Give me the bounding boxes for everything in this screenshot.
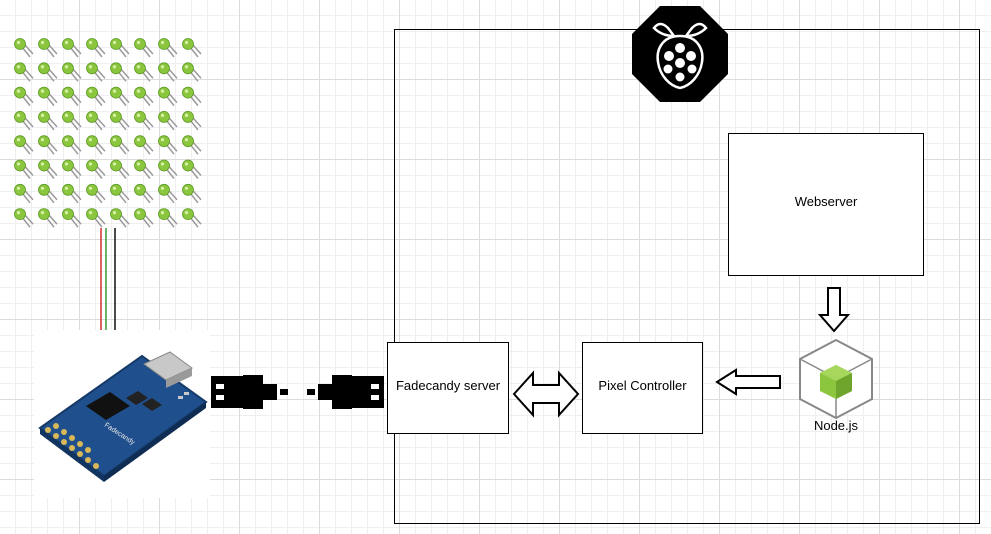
led-icon <box>134 62 154 82</box>
pixel-controller-box: Pixel Controller <box>582 342 703 434</box>
fadecandy-server-label: Fadecandy server <box>395 377 501 393</box>
led-icon <box>14 86 34 107</box>
led-icon <box>62 135 82 155</box>
led-icon <box>158 38 178 58</box>
led-matrix <box>14 38 202 228</box>
led-icon <box>62 86 82 107</box>
led-icon <box>158 208 178 228</box>
led-icon <box>86 38 106 58</box>
led-icon <box>14 208 34 228</box>
led-icon <box>62 111 82 131</box>
led-wires <box>100 228 116 340</box>
led-icon <box>86 62 106 82</box>
led-icon <box>182 208 202 228</box>
led-icon <box>38 208 58 228</box>
left-arrow-icon <box>715 368 781 396</box>
led-icon <box>110 111 130 131</box>
webserver-label: Webserver <box>794 194 858 209</box>
led-icon <box>14 38 34 58</box>
led-icon <box>38 135 58 155</box>
led-icon <box>86 111 106 131</box>
led-icon <box>38 86 58 107</box>
led-icon <box>86 183 106 204</box>
led-icon <box>38 183 58 204</box>
led-icon <box>38 159 58 179</box>
led-icon <box>110 183 130 204</box>
led-icon <box>182 38 202 58</box>
led-icon <box>158 86 178 107</box>
webserver-box: Webserver <box>728 133 924 276</box>
led-icon <box>182 159 202 179</box>
led-icon <box>62 159 82 179</box>
usb-plug-icon <box>307 375 384 409</box>
fadecandy-board-icon: Fadecandy <box>38 351 208 482</box>
led-icon <box>134 135 154 155</box>
led-icon <box>110 62 130 82</box>
led-icon <box>134 208 154 228</box>
led-icon <box>62 38 82 58</box>
led-icon <box>86 86 106 107</box>
led-icon <box>62 208 82 228</box>
led-icon <box>38 62 58 82</box>
led-icon <box>134 111 154 131</box>
led-icon <box>38 111 58 131</box>
led-icon <box>134 38 154 58</box>
led-icon <box>62 183 82 204</box>
led-icon <box>158 183 178 204</box>
led-icon <box>182 135 202 155</box>
led-icon <box>110 38 130 58</box>
led-icon <box>182 183 202 204</box>
led-icon <box>158 62 178 82</box>
led-icon <box>14 183 34 204</box>
raspberry-pi-frame <box>394 29 980 524</box>
led-icon <box>182 86 202 107</box>
led-icon <box>182 111 202 131</box>
led-icon <box>86 135 106 155</box>
led-icon <box>38 38 58 58</box>
raspberry-pi-icon <box>632 6 728 102</box>
bidirectional-arrow-icon <box>512 370 580 418</box>
led-icon <box>110 208 130 228</box>
led-icon <box>14 135 34 155</box>
led-icon <box>86 208 106 228</box>
led-icon <box>110 159 130 179</box>
down-arrow-icon <box>817 287 851 333</box>
led-icon <box>158 159 178 179</box>
led-icon <box>158 135 178 155</box>
led-icon <box>62 62 82 82</box>
led-icon <box>158 111 178 131</box>
led-icon <box>182 62 202 82</box>
pixel-controller-label: Pixel Controller <box>598 377 687 393</box>
led-icon <box>86 159 106 179</box>
led-icon <box>110 86 130 107</box>
nodejs-label: Node.js <box>813 418 859 433</box>
led-icon <box>14 159 34 179</box>
fadecandy-server-box: Fadecandy server <box>387 342 509 434</box>
nodejs-icon <box>799 338 873 420</box>
led-icon <box>134 86 154 107</box>
led-icon <box>134 159 154 179</box>
usb-plug-icon <box>211 375 288 409</box>
led-icon <box>14 111 34 131</box>
led-icon <box>14 62 34 82</box>
led-icon <box>110 135 130 155</box>
led-icon <box>134 183 154 204</box>
